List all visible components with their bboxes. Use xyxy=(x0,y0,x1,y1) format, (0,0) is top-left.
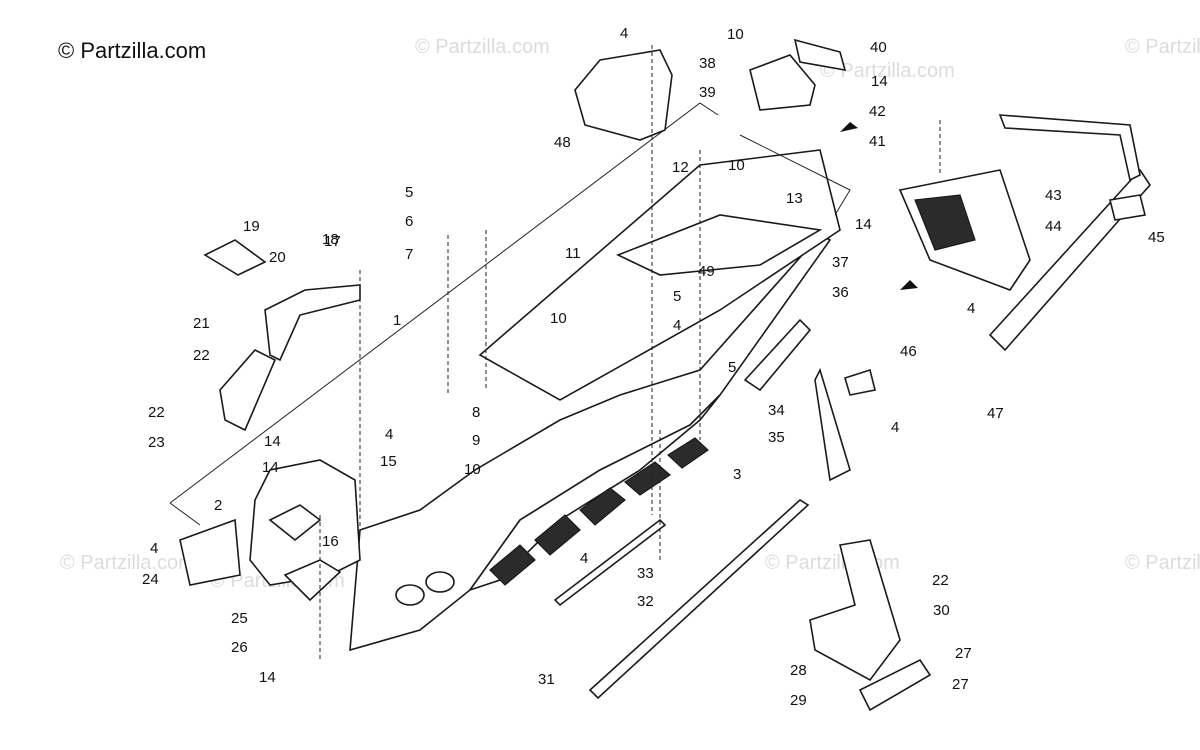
callout-label: 45 xyxy=(1148,229,1165,246)
bracket-40 xyxy=(749,54,816,111)
front-pieces xyxy=(179,239,361,602)
callout-label: 18 xyxy=(322,231,339,248)
callout-label: 7 xyxy=(405,246,413,263)
callout-label: 10 xyxy=(464,461,481,478)
callout-label: 10 xyxy=(728,157,745,174)
callout-label: 31 xyxy=(538,671,555,688)
callout-label: 22 xyxy=(148,404,165,421)
callout-label: 22 xyxy=(193,347,210,364)
callout-label: 10 xyxy=(727,26,744,43)
bracket-41 xyxy=(793,38,847,72)
callout-label: 4 xyxy=(580,550,588,567)
callout-label: 13 xyxy=(786,190,803,207)
callout-label: 40 xyxy=(870,39,887,56)
assembly-outline xyxy=(169,102,719,526)
callout-label: 19 xyxy=(243,218,260,235)
callout-label: 2 xyxy=(214,497,222,514)
callout-label: 4 xyxy=(150,540,158,557)
running-board xyxy=(743,318,876,482)
callout-label: 27 xyxy=(955,645,972,662)
callout-label: 5 xyxy=(728,359,736,376)
callout-label: 14 xyxy=(262,459,279,476)
callout-label: 23 xyxy=(148,434,165,451)
callout-label: 15 xyxy=(380,453,397,470)
callout-label: 38 xyxy=(699,55,716,72)
callout-label: 32 xyxy=(637,593,654,610)
callout-label: 46 xyxy=(900,343,917,360)
callout-label: 25 xyxy=(231,610,248,627)
callout-label: 43 xyxy=(1045,187,1062,204)
callout-label: 3 xyxy=(733,466,741,483)
front-bulkhead xyxy=(249,459,361,586)
watermark: © Partzilla.com xyxy=(415,36,550,58)
callout-label: 14 xyxy=(855,216,872,233)
callout-label: 21 xyxy=(193,315,210,332)
callout-label: 20 xyxy=(269,249,286,266)
rear-bumper xyxy=(988,114,1152,352)
callout-label: 9 xyxy=(472,432,480,449)
callout-label: 47 xyxy=(987,405,1004,422)
callout-label: 24 xyxy=(142,571,159,588)
watermark: © Partzilla.com xyxy=(1125,552,1200,574)
callout-label: 14 xyxy=(264,433,281,450)
callout-label: 48 xyxy=(554,134,571,151)
watermark: © Partzilla.com xyxy=(1125,36,1200,58)
callout-label: 36 xyxy=(832,284,849,301)
callout-label: 30 xyxy=(933,602,950,619)
tunnel-cutouts xyxy=(489,437,709,586)
callout-label: 10 xyxy=(550,310,567,327)
seat-cushion-49 xyxy=(574,49,673,141)
callout-label: 11 xyxy=(565,245,581,262)
callout-label: 5 xyxy=(405,184,413,201)
callout-label: 4 xyxy=(673,317,681,334)
copyright-notice: © Partzilla.com xyxy=(58,38,207,63)
footrest xyxy=(809,539,932,712)
callout-label: 17 xyxy=(324,233,341,250)
callout-label: 12 xyxy=(672,159,689,176)
snowflap xyxy=(898,169,1031,291)
callout-label: 28 xyxy=(790,662,807,679)
alignment-lines xyxy=(319,45,941,660)
callout-label: 41 xyxy=(869,133,886,150)
callout-label: 37 xyxy=(832,254,849,271)
marker-arrows xyxy=(840,122,918,290)
callout-label: 44 xyxy=(1045,218,1062,235)
callout-label: 29 xyxy=(790,692,807,709)
callout-label: 26 xyxy=(231,639,248,656)
callouts: 1 2 3 4 4 4 4 4 4 4 5 5 5 6 7 8 9 10 10 … xyxy=(142,25,1165,709)
callout-label: 16 xyxy=(322,533,339,550)
callout-label: 6 xyxy=(405,213,413,230)
watermark: © Partzilla.com xyxy=(820,60,955,82)
callout-label: 4 xyxy=(967,300,975,317)
callout-label: 5 xyxy=(673,288,681,305)
callout-label: 27 xyxy=(952,676,969,693)
callout-label: 4 xyxy=(385,426,393,443)
callout-label: 8 xyxy=(472,404,480,421)
callout-label: 4 xyxy=(620,25,628,42)
rail-34 xyxy=(553,518,667,607)
rail-33 xyxy=(588,499,810,700)
watermark: © Partzilla.com xyxy=(60,552,195,574)
tunnel-chassis xyxy=(349,234,832,652)
callout-label: 34 xyxy=(768,402,785,419)
callout-label: 39 xyxy=(699,84,716,101)
callout-label: 14 xyxy=(871,73,888,90)
callout-label: 22 xyxy=(932,572,949,589)
callout-label: 4 xyxy=(891,419,899,436)
callout-label: 1 xyxy=(393,312,401,329)
callout-label: 14 xyxy=(259,669,276,686)
callout-label: 35 xyxy=(768,429,785,446)
callout-label: 49 xyxy=(698,263,715,280)
callout-label: 42 xyxy=(869,103,886,120)
callout-label: 33 xyxy=(637,565,654,582)
